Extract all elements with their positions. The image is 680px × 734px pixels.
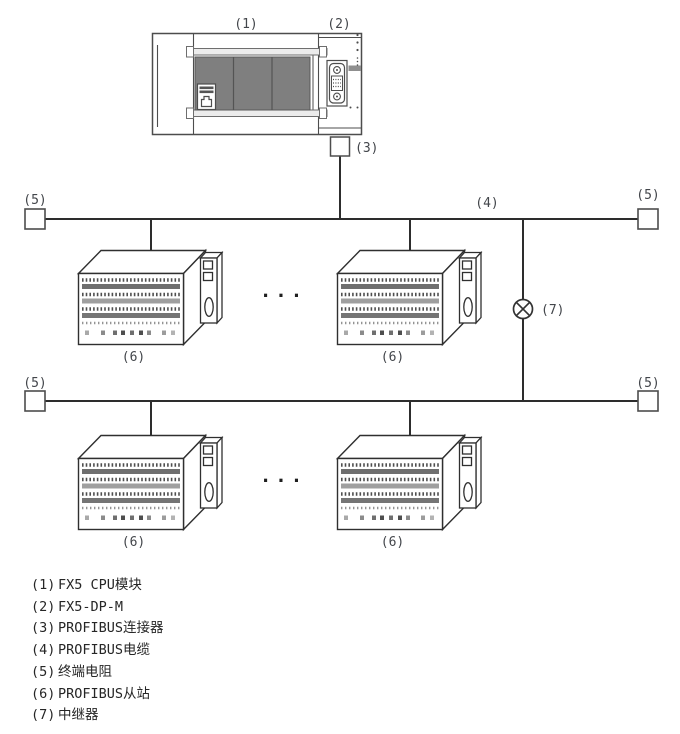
- legend-num: (3): [31, 620, 56, 637]
- legend-item-1: (1) FX5 CPU模块: [31, 575, 164, 597]
- legend-label: FX5-DP-M: [58, 598, 124, 615]
- terminator-top-left: [24, 208, 46, 230]
- legend-label: PROFIBUS电缆: [58, 642, 151, 659]
- callout-6-2: (6): [381, 350, 404, 365]
- legend-label: FX5 CPU模块: [58, 577, 142, 593]
- callout-6-1: (6): [122, 350, 145, 365]
- legend-item-4: (4) PROFIBUS电缆: [31, 640, 164, 662]
- slave-station-2: [335, 248, 483, 347]
- callout-2: (2): [327, 17, 350, 32]
- legend-num: (6): [31, 685, 56, 702]
- legend-item-3: (3) PROFIBUS连接器: [31, 618, 164, 640]
- dp-m-details: [348, 33, 361, 109]
- callout-4: (4): [475, 196, 498, 211]
- profibus-connector: [329, 136, 351, 218]
- terminator-bottom-right: [637, 390, 659, 412]
- slave-station-1: [76, 248, 224, 347]
- legend-num: (4): [31, 642, 56, 659]
- slave-station-3: [76, 433, 224, 532]
- legend-num: (1): [31, 577, 56, 593]
- legend-label: PROFIBUS从站: [58, 685, 151, 702]
- legend-item-6: (6) PROFIBUS从站: [31, 684, 164, 706]
- legend-item-7: (7) 中继器: [31, 705, 164, 727]
- callout-1: (1): [234, 17, 257, 32]
- ethernet-port-icon: [196, 83, 217, 111]
- terminator-bottom-left: [24, 390, 46, 412]
- callout-3: (3): [355, 141, 378, 156]
- callout-6-3: (6): [122, 535, 145, 550]
- callout-7: (7): [541, 303, 564, 318]
- legend-num: (2): [31, 598, 56, 615]
- repeater-icon: [512, 298, 534, 320]
- db9-connector-icon: [326, 59, 348, 107]
- legend-label: PROFIBUS连接器: [58, 620, 164, 637]
- callout-5-top-right: (5): [636, 188, 659, 203]
- legend-item-2: (2) FX5-DP-M: [31, 597, 164, 619]
- ellipsis-row-2: ···: [260, 470, 306, 492]
- topology-diagram: ··· ··· (1) (2) (3) (4) (5) (5) (5) (5) …: [23, 17, 659, 550]
- legend-num: (5): [31, 663, 56, 680]
- callout-5-bottom-left: (5): [23, 376, 46, 391]
- ellipsis-row-1: ···: [260, 285, 306, 307]
- legend: (1) FX5 CPU模块 (2) FX5-DP-M (3) PROFIBUS连…: [31, 575, 164, 727]
- terminator-top-right: [637, 208, 659, 230]
- cpu-module-drawing: [151, 32, 363, 136]
- terminating-resistors: [24, 208, 659, 412]
- callout-5-bottom-right: (5): [636, 376, 659, 391]
- legend-item-5: (5) 终端电阻: [31, 662, 164, 684]
- legend-label: 终端电阻: [58, 663, 112, 680]
- legend-label: 中继器: [58, 707, 99, 724]
- slave-station-4: [335, 433, 483, 532]
- legend-num: (7): [31, 707, 56, 724]
- callout-5-top-left: (5): [23, 193, 46, 208]
- callout-6-4: (6): [381, 535, 404, 550]
- profibus-cables: [45, 218, 638, 437]
